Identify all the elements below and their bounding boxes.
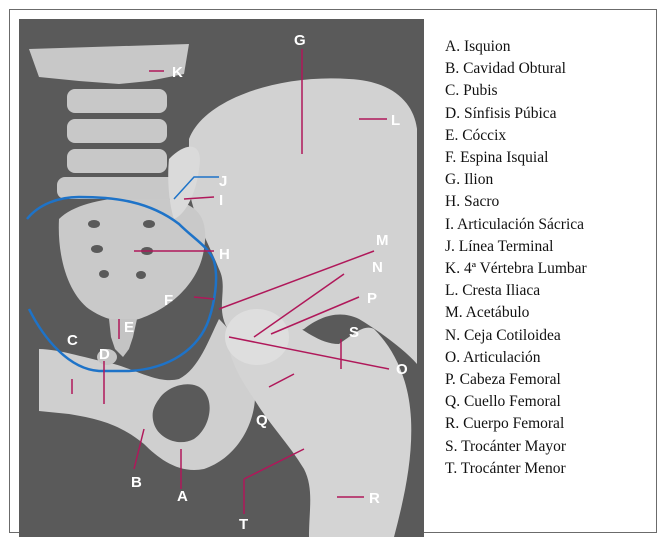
pelvis-diagram: K G L J I H F M N P S O Q C D E B A T R bbox=[19, 19, 424, 537]
label-q: Q bbox=[256, 412, 268, 429]
legend-item-d: D. Sínfisis Púbica bbox=[445, 103, 655, 125]
legend-item-o: O. Articulación bbox=[445, 347, 655, 369]
legend-item-a: A. Isquion bbox=[445, 36, 655, 58]
label-s: S bbox=[349, 324, 359, 341]
label-b: B bbox=[131, 474, 142, 491]
legend-item-p: P. Cabeza Femoral bbox=[445, 369, 655, 391]
legend-item-m: M. Acetábulo bbox=[445, 302, 655, 324]
label-k: K bbox=[172, 64, 183, 81]
legend-item-j: J. Línea Terminal bbox=[445, 236, 655, 258]
label-e: E bbox=[124, 319, 134, 336]
label-p: P bbox=[367, 290, 377, 307]
lumbar-vertebrae bbox=[29, 44, 189, 199]
label-n: N bbox=[372, 259, 383, 276]
label-t: T bbox=[239, 516, 248, 533]
label-d: D bbox=[99, 346, 110, 363]
label-r: R bbox=[369, 490, 380, 507]
legend-item-s: S. Trocánter Mayor bbox=[445, 436, 655, 458]
label-c: C bbox=[67, 332, 78, 349]
femoral-head-shape bbox=[225, 309, 289, 365]
label-l: L bbox=[391, 112, 400, 129]
legend-item-f: F. Espina Isquial bbox=[445, 147, 655, 169]
label-h: H bbox=[219, 246, 230, 263]
legend-item-e: E. Cóccix bbox=[445, 125, 655, 147]
legend-item-h: H. Sacro bbox=[445, 191, 655, 213]
label-g: G bbox=[294, 32, 306, 49]
legend-item-g: G. Ilion bbox=[445, 169, 655, 191]
legend-item-c: C. Pubis bbox=[445, 80, 655, 102]
legend-item-t: T. Trocánter Menor bbox=[445, 458, 655, 480]
legend-item-i: I. Articulación Sácrica bbox=[445, 214, 655, 236]
legend-item-b: B. Cavidad Obtural bbox=[445, 58, 655, 80]
label-f: F bbox=[164, 292, 173, 309]
label-a: A bbox=[177, 488, 188, 505]
label-o: O bbox=[396, 361, 408, 378]
legend-item-q: Q. Cuello Femoral bbox=[445, 391, 655, 413]
legend-item-n: N. Ceja Cotiloidea bbox=[445, 325, 655, 347]
anatomy-illustration: K G L J I H F M N P S O Q C D E B A T R bbox=[19, 19, 424, 537]
legend-list: A. Isquion B. Cavidad Obtural C. Pubis D… bbox=[445, 36, 655, 480]
legend-item-k: K. 4ª Vértebra Lumbar bbox=[445, 258, 655, 280]
label-m: M bbox=[376, 232, 389, 249]
sacrum-shape bbox=[59, 197, 205, 321]
label-i: I bbox=[219, 192, 223, 209]
legend-item-r: R. Cuerpo Femoral bbox=[445, 413, 655, 435]
label-j: J bbox=[219, 173, 227, 190]
legend-item-l: L. Cresta Iliaca bbox=[445, 280, 655, 302]
